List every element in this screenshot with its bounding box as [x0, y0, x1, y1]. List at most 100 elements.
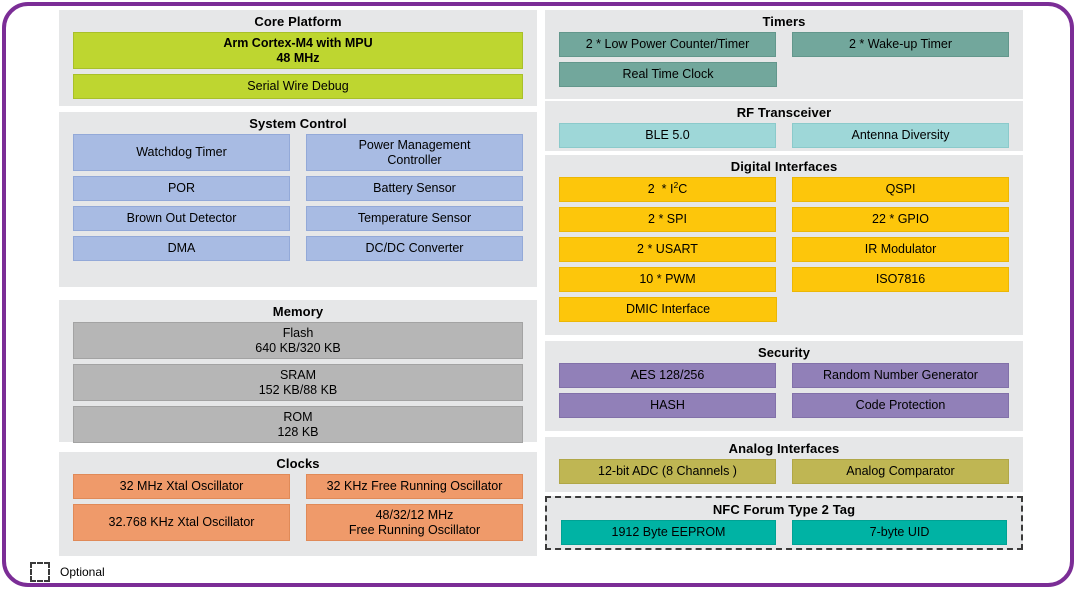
panel-rows-rf-transceiver: BLE 5.0 Antenna Diversity [545, 123, 1023, 155]
block-label-primary: DMIC Interface [625, 302, 711, 317]
block-battery-sensor[interactable]: Battery Sensor [306, 176, 523, 201]
block-por[interactable]: POR [73, 176, 290, 201]
block-label-primary: 7-byte UID [869, 525, 930, 540]
panel-title-security: Security [757, 345, 811, 360]
block-label-primary: Antenna Diversity [851, 128, 950, 143]
panel-title-nfc-forum-type-2-tag: NFC Forum Type 2 Tag [712, 502, 856, 517]
block-row: 2 * I2C QSPI [559, 177, 1009, 202]
panel-rows-nfc-forum-type-2-tag: 1912 Byte EEPROM 7-byte UID [547, 520, 1021, 552]
block-serial-wire-debug[interactable]: Serial Wire Debug [73, 74, 523, 99]
block-label-primary: Temperature Sensor [357, 211, 472, 226]
block-analog-comparator[interactable]: Analog Comparator [792, 459, 1009, 484]
block-label-primary: 10 * PWM [639, 272, 696, 287]
block-row: 10 * PWM ISO7816 [559, 267, 1009, 292]
panel-title-core-platform: Core Platform [254, 14, 342, 29]
block-label-secondary: 640 KB/320 KB [255, 340, 341, 355]
legend: Optional [30, 562, 105, 582]
block-label-primary: Power Management [358, 138, 471, 152]
panel-title-timers: Timers [762, 14, 806, 29]
block-real-time-clock[interactable]: Real Time Clock [559, 62, 777, 87]
block-2-i-c[interactable]: 2 * I2C [559, 177, 776, 202]
block-1912-byte-eeprom[interactable]: 1912 Byte EEPROM [561, 520, 776, 545]
block-label-primary: 12-bit ADC (8 Channels ) [598, 464, 737, 479]
block-label-secondary: 128 KB [277, 424, 319, 439]
block-temperature-sensor[interactable]: Temperature Sensor [306, 206, 523, 231]
block-2-spi[interactable]: 2 * SPI [559, 207, 776, 232]
block-qspi[interactable]: QSPI [792, 177, 1009, 202]
block-label-primary: DC/DC Converter [365, 241, 464, 256]
block-watchdog-timer[interactable]: Watchdog Timer [73, 134, 290, 171]
panel-rows-clocks: 32 MHz Xtal Oscillator 32 KHz Free Runnin… [59, 474, 537, 548]
block-label-primary: ISO7816 [875, 272, 926, 287]
block-ir-modulator[interactable]: IR Modulator [792, 237, 1009, 262]
block-32-768-khz-xtal-oscillator[interactable]: 32.768 KHz Xtal Oscillator [73, 504, 290, 541]
block-code-protection[interactable]: Code Protection [792, 393, 1009, 418]
block-32-mhz-xtal-oscillator[interactable]: 32 MHz Xtal Oscillator [73, 474, 290, 499]
block-row: HASH Code Protection [559, 393, 1009, 418]
block-dma[interactable]: DMA [73, 236, 290, 261]
block-antenna-diversity[interactable]: Antenna Diversity [792, 123, 1009, 148]
legend-optional-label: Optional [60, 565, 105, 579]
block-label-primary: ROM [283, 410, 313, 424]
block-label-primary: IR Modulator [864, 242, 937, 257]
block-2-usart[interactable]: 2 * USART [559, 237, 776, 262]
block-label-primary: Arm Cortex-M4 with MPU [223, 36, 373, 50]
block-22-gpio[interactable]: 22 * GPIO [792, 207, 1009, 232]
block-label-primary: 1912 Byte EEPROM [611, 525, 726, 540]
block-aes-128-256[interactable]: AES 128/256 [559, 363, 776, 388]
block-row: 2 * USART IR Modulator [559, 237, 1009, 262]
block-dmic-interface[interactable]: DMIC Interface [559, 297, 777, 322]
block-row: DMA DC/DC Converter [73, 236, 523, 261]
block-label-primary: 2 * I2C [647, 180, 688, 197]
block-2-low-power-counter-timer[interactable]: 2 * Low Power Counter/Timer [559, 32, 776, 57]
block-row: Brown Out Detector Temperature Sensor [73, 206, 523, 231]
panel-title-clocks: Clocks [276, 456, 320, 471]
block-iso7816[interactable]: ISO7816 [792, 267, 1009, 292]
panel-title-memory: Memory [272, 304, 324, 319]
block-label-secondary: Controller [387, 152, 442, 167]
block-row: 12-bit ADC (8 Channels ) Analog Comparato… [559, 459, 1009, 484]
block-row: DMIC Interface [559, 297, 1009, 322]
block-ble-5-0[interactable]: BLE 5.0 [559, 123, 776, 148]
block-row: BLE 5.0 Antenna Diversity [559, 123, 1009, 148]
block-label-primary: SRAM [279, 368, 317, 382]
block-hash[interactable]: HASH [559, 393, 776, 418]
block-label-primary: Watchdog Timer [136, 145, 227, 160]
block-spacer [793, 62, 1009, 87]
block-label-primary: 32 MHz Xtal Oscillator [119, 479, 244, 494]
block-label-primary: DMA [167, 241, 196, 256]
block-label-secondary: Free Running Oscillator [348, 522, 481, 537]
block-32-khz-free-running-oscillator[interactable]: 32 KHz Free Running Oscillator [306, 474, 523, 499]
block-label-primary: 22 * GPIO [872, 212, 929, 227]
block-7-byte-uid[interactable]: 7-byte UID [792, 520, 1007, 545]
block-2-wake-up-timer[interactable]: 2 * Wake-up Timer [792, 32, 1009, 57]
block-spacer [793, 297, 1009, 322]
block-label-primary: 48/32/12 MHz [375, 508, 454, 522]
block-12-bit-adc-8-channels[interactable]: 12-bit ADC (8 Channels ) [559, 459, 776, 484]
block-10-pwm[interactable]: 10 * PWM [559, 267, 776, 292]
block-label-primary: 32.768 KHz Xtal Oscillator [108, 515, 255, 530]
block-dc-dc-converter[interactable]: DC/DC Converter [306, 236, 523, 261]
panel-title-system-control: System Control [249, 116, 347, 131]
block-label-secondary: 152 KB/88 KB [258, 382, 338, 397]
block-label-primary: Serial Wire Debug [247, 79, 349, 94]
block-brown-out-detector[interactable]: Brown Out Detector [73, 206, 290, 231]
block-random-number-generator[interactable]: Random Number Generator [792, 363, 1009, 388]
